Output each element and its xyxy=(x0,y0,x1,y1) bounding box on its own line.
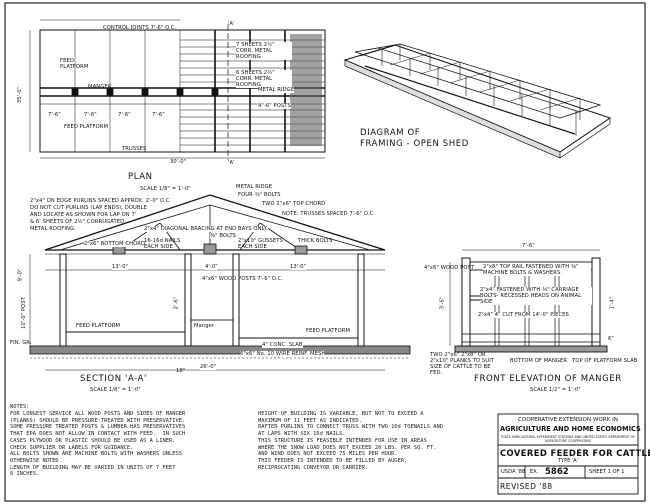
section-dim-vert-1: 2'-6" xyxy=(173,296,180,310)
section-nails: 16-16d NAILS EACH SIDE xyxy=(144,238,181,250)
section-feed-platform-left: FEED PLATFORM xyxy=(76,323,121,329)
front-title: FRONT ELEVATION OF MANGER xyxy=(474,374,622,384)
section-scale: SCALE 1/8" = 1'-0" xyxy=(90,387,141,393)
tb-sheet: SHEET 1 OF 1 xyxy=(589,469,625,475)
front-dim-v3: 6" xyxy=(608,336,614,342)
section-conc-slab: 4" CONC. SLAB xyxy=(262,342,303,348)
notes-heading: NOTES: xyxy=(10,404,30,410)
section-view xyxy=(29,194,411,371)
plan-title: PLAN xyxy=(128,172,153,182)
section-feed-platform-right: FEED PLATFORM xyxy=(306,328,351,334)
section-bolts: ⅜" BOLTS xyxy=(210,233,237,239)
front-dim-v1: 3'-6" xyxy=(439,296,446,310)
tb-line-2: AGRICULTURE AND HOME ECONOMICS xyxy=(500,425,641,433)
front-cut-from: 2"x4" 4" CUT FROM 14'-0" PIECES xyxy=(478,312,569,318)
plan-dim-side: 35'-0" xyxy=(17,86,24,104)
section-dim-4: 4'-0" xyxy=(205,264,218,270)
section-dim-26: 26'-0" xyxy=(200,364,217,370)
section-wire-mesh: 6"x6" No. 10 WIRE REINF. MESH xyxy=(240,351,326,357)
plan-bay-3: 7'-6" xyxy=(118,112,131,118)
section-purlins: 2"x4" ON EDGE PURLINS SPACED APPROX. 2'-… xyxy=(30,198,172,204)
plan-feed-platform-top: FEED PLATFORM xyxy=(60,58,89,70)
notes-column-2: HEIGHT OF BUILDING IS VARIABLE, BUT NOT … xyxy=(258,411,443,471)
tb-agency: USDA '88 xyxy=(501,469,526,475)
section-fill: FIN. GR. xyxy=(10,340,32,346)
front-scale: SCALE 1/2" = 1'-0" xyxy=(530,387,581,393)
section-four-bolts: FOUR ⅜" BOLTS xyxy=(238,192,281,198)
section-bottom-chord: 2"x6" BOTTOM CHORD xyxy=(84,241,146,247)
section-title: SECTION 'A-A' xyxy=(80,374,147,384)
title-block xyxy=(497,413,639,495)
section-purlins-2: DO NOT CUT PURLINS (LAP ENDS), DOUBLE xyxy=(30,205,147,211)
plan-scale: SCALE 1/8" = 1'-0" xyxy=(140,186,191,192)
section-posts: 4"x6" WOOD POSTS 7'-6" O.C. xyxy=(202,276,284,282)
front-dim-v2: 1'-4" xyxy=(609,296,616,310)
section-trusses-note: NOTE: TRUSSES SPACED 7'-6" O.C. xyxy=(282,211,376,217)
front-top-platform: TOP OF PLATFORM SLAB xyxy=(572,358,638,364)
tb-line-3: STATE AGRICULTURAL EXPERIMENT STATIONS A… xyxy=(501,435,635,443)
tb-number: 5862 xyxy=(545,467,569,477)
section-dim-13-right: 13'-0" xyxy=(290,264,307,270)
front-top-rail: 2"x8" TOP RAIL FASTENED WITH ⅜" MACHINE … xyxy=(483,264,591,276)
diagram-title-1: DIAGRAM OF xyxy=(360,128,421,138)
section-purlins-3: AND LOCATE AS SHOWN FOR LAP ON 7' xyxy=(30,212,137,218)
section-purlins-4: & 6' SHEETS OF 2½" CORRUGATED xyxy=(30,219,125,225)
front-bottom-manger: BOTTOM OF MANGER xyxy=(510,358,568,364)
framing-diagram xyxy=(343,43,612,159)
section-dim-height: 9'-0" xyxy=(17,268,24,282)
section-dim-13-left: 13'-0" xyxy=(112,264,129,270)
plan-posts: 4"-6" POSTS xyxy=(258,103,291,109)
front-planks: TWO 2"x6" 2"x8" OR 2"x10" PLANKS TO SUIT… xyxy=(430,352,495,376)
tb-ex-label: EX. xyxy=(530,469,539,475)
plan-roofing-2: 6 SHEETS 2½" CORR. METAL ROOFING xyxy=(236,70,292,88)
plan-roofing-1: 7 SHEETS 2½" CORR. METAL ROOFING xyxy=(236,42,292,60)
tb-type: TYPE 'A' xyxy=(557,458,579,464)
plan-cut-a-top: 'A' xyxy=(228,21,235,27)
plan-cut-a-bottom: 'A' xyxy=(228,160,235,166)
notes-column-1: FOR LONGEST SERVICE ALL WOOD POSTS AND S… xyxy=(10,411,186,478)
front-carriage: 2"x4" FASTENED WITH ⅜" CARRIAGE BOLTS- R… xyxy=(480,287,592,305)
diagram-title-2: FRAMING - OPEN SHED xyxy=(360,139,469,149)
front-span: 7'-6" xyxy=(522,243,535,249)
sheet-border xyxy=(4,2,646,502)
section-purlins-5: METAL ROOFING. xyxy=(30,226,76,232)
plan-bay-1: 7'-6" xyxy=(48,112,61,118)
tb-title: COVERED FEEDER FOR CATTLE xyxy=(500,448,650,458)
plan-manger-label: MANGER xyxy=(88,84,112,90)
section-manger: Manger xyxy=(194,323,215,329)
tb-line-1: COOPERATIVE EXTENSION WORK IN xyxy=(518,417,618,423)
section-thick-bolts: THICK BOLTS xyxy=(298,238,333,244)
section-diagonal: 2"x4" DIAGONAL BRACING AT END BAYS ONLY. xyxy=(144,226,268,232)
plan-control-joints-label: CONTROL JOINTS 7'-6" O.C. xyxy=(103,25,177,31)
plan-metal-ridge: METAL RIDGE xyxy=(258,87,295,93)
plan-feed-platform-bottom: FEED PLATFORM xyxy=(64,124,109,130)
section-top-chord: TWO 2"x6" TOP CHORD xyxy=(262,201,326,207)
plan-dim-bottom: 30'-0" xyxy=(170,159,187,165)
section-dim-post: 10'-0" POST xyxy=(21,296,28,330)
section-metal-ridge: METAL RIDGE xyxy=(236,184,273,190)
front-wood-post: 4"x6" WOOD POST xyxy=(424,265,475,271)
plan-trusses-label: TRUSSES xyxy=(122,146,147,152)
plan-bay-2: 7'-6" xyxy=(84,112,97,118)
section-dim-18: 18" xyxy=(176,368,186,374)
plan-bay-4: 7'-6" xyxy=(152,112,165,118)
section-gussets: 2"x10" GUSSETS EACH SIDE xyxy=(238,238,283,250)
tb-revised: REVISED '88 xyxy=(500,482,553,491)
